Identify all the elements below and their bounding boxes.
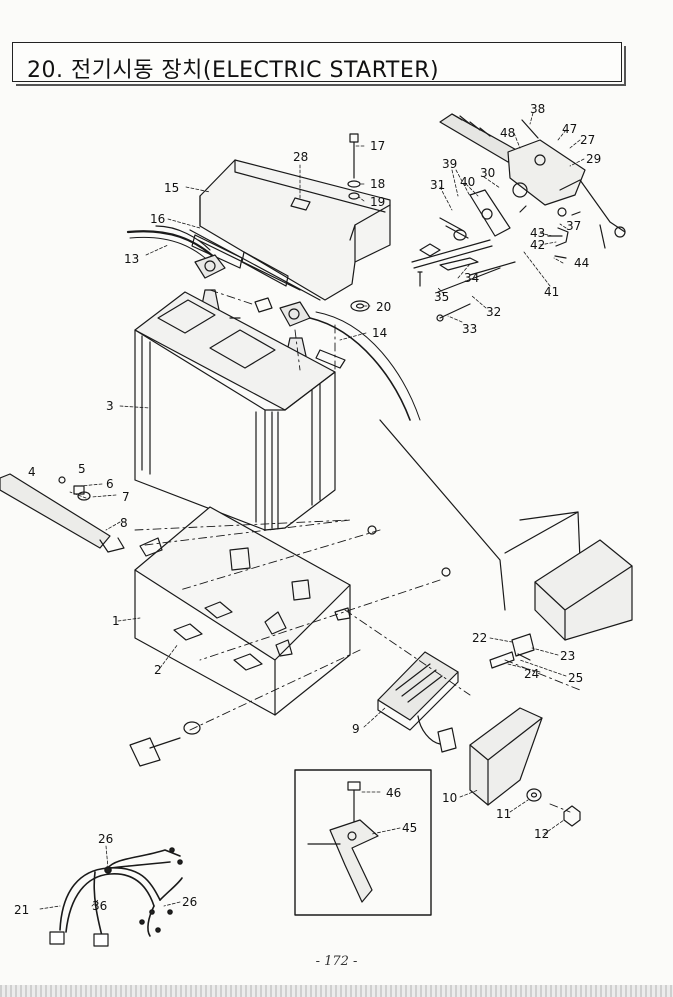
callout-40: 40 — [460, 175, 475, 189]
callout-21: 21 — [14, 903, 29, 917]
callout-11: 11 — [496, 807, 511, 821]
callout-19: 19 — [370, 195, 385, 209]
washer-nut — [526, 788, 581, 827]
rectifier-cover — [469, 707, 543, 806]
callout-26-top: 26 — [98, 832, 113, 846]
hold-down-rod — [0, 473, 125, 553]
callout-29: 29 — [586, 152, 601, 166]
callout-43: 43 — [530, 226, 545, 240]
center-lines — [134, 289, 581, 813]
callout-39: 39 — [442, 157, 457, 171]
callout-41: 41 — [544, 285, 559, 299]
callout-31: 31 — [430, 178, 445, 192]
callout-9: 9 — [352, 722, 360, 736]
callout-35: 35 — [434, 290, 449, 304]
starter-housing — [534, 539, 633, 641]
battery-cover — [189, 159, 391, 301]
callout-36: 36 — [92, 899, 107, 913]
inset-box — [294, 769, 432, 916]
relay — [489, 633, 535, 669]
wiring-harness — [49, 847, 183, 947]
page-number: - 172 - — [315, 954, 358, 969]
callout-34: 34 — [464, 271, 479, 285]
regulator — [377, 651, 459, 753]
callout-22: 22 — [472, 631, 487, 645]
callout-10: 10 — [442, 791, 457, 805]
dowel-pin — [367, 525, 377, 535]
callout-5: 5 — [78, 462, 86, 476]
dowel-pin — [441, 567, 451, 577]
callout-26-right: 26 — [182, 895, 197, 909]
callout-44: 44 — [574, 256, 589, 270]
throttle-assembly — [411, 113, 626, 322]
callout-28: 28 — [293, 150, 308, 164]
bottom-bolt — [129, 721, 201, 767]
battery — [134, 291, 336, 531]
callout-12: 12 — [534, 827, 549, 841]
callout-38: 38 — [530, 102, 545, 116]
callout-1: 1 — [112, 614, 120, 628]
callout-7: 7 — [122, 490, 130, 504]
starter-cable-sleeve — [379, 419, 581, 611]
callout-25: 25 — [568, 671, 583, 685]
battery-tray — [134, 506, 351, 716]
callout-45: 45 — [402, 821, 417, 835]
callout-20: 20 — [376, 300, 391, 314]
callout-8: 8 — [120, 516, 128, 530]
callout-4: 4 — [28, 465, 36, 479]
callout-27: 27 — [580, 133, 595, 147]
callout-18: 18 — [370, 177, 385, 191]
callout-14: 14 — [372, 326, 387, 340]
callout-23: 23 — [560, 649, 575, 663]
leader-lines — [39, 112, 585, 910]
callout-6: 6 — [106, 477, 114, 491]
callout-33: 33 — [462, 322, 477, 336]
callout-17: 17 — [370, 139, 385, 153]
callout-24: 24 — [524, 667, 539, 681]
callout-48: 48 — [500, 126, 515, 140]
callout-47: 47 — [562, 122, 577, 136]
callout-42: 42 — [530, 238, 545, 252]
callout-16: 16 — [150, 212, 165, 226]
callout-32: 32 — [486, 305, 501, 319]
scan-edge — [0, 985, 673, 997]
page-title: 20. 전기시동 장치(ELECTRIC STARTER) — [27, 58, 440, 83]
callout-15: 15 — [164, 181, 179, 195]
callout-13: 13 — [124, 252, 139, 266]
callout-3: 3 — [106, 399, 114, 413]
callout-30: 30 — [480, 166, 495, 180]
callout-2: 2 — [154, 663, 162, 677]
callout-labels: 15 16 13 28 17 18 19 20 14 3 4 5 6 7 8 1… — [14, 102, 601, 917]
callout-46: 46 — [386, 786, 401, 800]
title-box: 20. 전기시동 장치(ELECTRIC STARTER) — [12, 42, 626, 86]
callout-37: 37 — [566, 219, 581, 233]
